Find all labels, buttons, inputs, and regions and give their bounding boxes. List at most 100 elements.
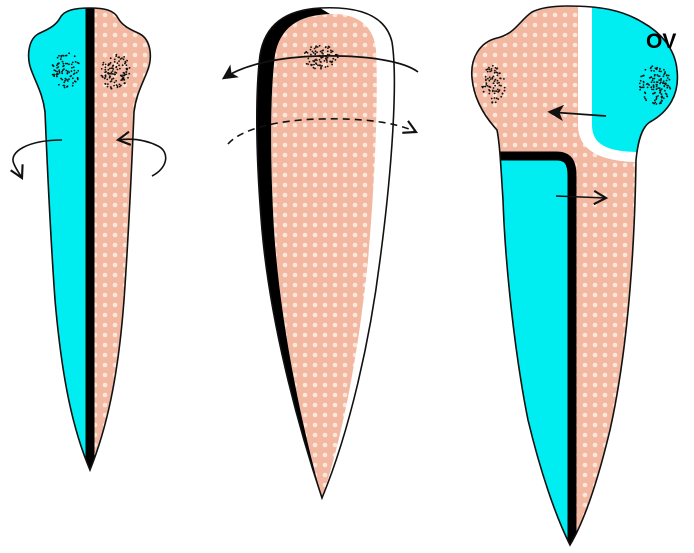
- stipple-dot: [330, 50, 332, 52]
- stipple-dot: [653, 70, 655, 72]
- stipple-dot: [117, 56, 119, 58]
- stipple-dot: [110, 57, 112, 59]
- stipple-dot: [497, 82, 499, 84]
- stipple-dot: [56, 71, 58, 73]
- stipple-dot: [68, 63, 70, 65]
- stipple-dot: [331, 64, 333, 66]
- stipple-dot: [77, 62, 79, 64]
- stipple-dot: [659, 83, 661, 85]
- stipple-dot: [71, 70, 73, 72]
- stipple-dot: [654, 78, 656, 80]
- stipple-dot: [76, 72, 78, 74]
- stipple-dot: [123, 78, 125, 80]
- stipple-dot: [489, 76, 491, 78]
- stipple-dot: [126, 64, 128, 66]
- stipple-dot: [56, 67, 58, 69]
- stipple-dot: [111, 71, 113, 73]
- stipple-dot: [113, 85, 115, 87]
- stipple-dot: [646, 83, 648, 85]
- stipple-dot: [109, 77, 111, 79]
- stipple-dot: [62, 65, 64, 67]
- stipple-dot: [66, 79, 68, 81]
- stipple-dot: [650, 77, 652, 79]
- stipple-dot: [497, 80, 499, 82]
- stipple-dot: [327, 47, 329, 49]
- stipple-dot: [659, 68, 661, 70]
- stipple-dot: [656, 74, 658, 76]
- stipple-dot: [491, 68, 493, 70]
- stipple-dot: [313, 67, 315, 69]
- stipple-dot: [639, 89, 641, 91]
- stipple-dot: [493, 83, 495, 85]
- stipple-dot: [650, 86, 652, 88]
- stipple-dot: [663, 69, 665, 71]
- stipple-dot: [653, 84, 655, 86]
- stipple-dot: [73, 73, 75, 75]
- stipple-dot: [661, 88, 663, 90]
- stipple-dot: [60, 58, 62, 60]
- stipple-dot: [68, 52, 70, 54]
- stipple-dot: [101, 68, 103, 70]
- stipple-dot: [666, 96, 668, 98]
- stipple-dot: [66, 63, 68, 65]
- stipple-dot: [104, 78, 106, 80]
- stipple-dot: [324, 60, 326, 62]
- stipple-dot: [116, 54, 118, 56]
- stipple-dot: [654, 75, 656, 77]
- stipple-dot: [492, 65, 494, 67]
- stipple-dot: [108, 63, 110, 65]
- stipple-dot: [653, 93, 655, 95]
- stipple-dot: [319, 59, 321, 61]
- stipple-dot: [319, 64, 321, 66]
- stipple-dot: [661, 100, 663, 102]
- stipple-dot: [71, 67, 73, 69]
- stipple-dot: [654, 100, 656, 102]
- right-embryo-cyan-lower: [460, 154, 568, 553]
- stipple-dot: [325, 66, 327, 68]
- stipple-dot: [127, 77, 129, 79]
- stipple-dot: [487, 71, 489, 73]
- stipple-dot: [58, 55, 60, 57]
- stipple-dot: [116, 72, 118, 74]
- stipple-dot: [64, 87, 66, 89]
- stipple-dot: [487, 85, 489, 87]
- stipple-dot: [72, 77, 74, 79]
- stipple-dot: [124, 82, 126, 84]
- stipple-dot: [123, 72, 125, 74]
- stipple-dot: [332, 50, 334, 52]
- stipple-dot: [492, 77, 494, 79]
- stipple-dot: [102, 64, 104, 66]
- stipple-dot: [498, 73, 500, 75]
- stipple-dot: [321, 52, 323, 54]
- stipple-dot: [316, 59, 318, 61]
- stipple-dot: [320, 51, 322, 53]
- stipple-dot: [645, 99, 647, 101]
- stipple-dot: [310, 46, 312, 48]
- stipple-dot: [63, 82, 65, 84]
- stipple-dot: [496, 90, 498, 92]
- stipple-dot: [667, 77, 669, 79]
- stipple-dot: [657, 95, 659, 97]
- stipple-dot: [495, 101, 497, 103]
- stipple-dot: [654, 102, 656, 104]
- stipple-dot: [663, 75, 665, 77]
- stipple-dot: [495, 79, 497, 81]
- stipple-dot: [58, 71, 60, 73]
- stipple-dot: [492, 90, 494, 92]
- stipple-dot: [667, 85, 669, 87]
- stipple-dot: [52, 64, 54, 66]
- stipple-dot: [493, 87, 495, 89]
- stipple-dot: [63, 55, 65, 57]
- stipple-dot: [118, 60, 120, 62]
- stipple-dot: [71, 64, 73, 66]
- stipple-dot: [335, 59, 337, 61]
- stipple-dot: [74, 70, 76, 72]
- stipple-dot: [494, 80, 496, 82]
- stipple-dot: [127, 68, 129, 70]
- middle-embryo: [224, 0, 418, 510]
- stipple-dot: [497, 89, 499, 91]
- stipple-dot: [112, 70, 114, 72]
- stipple-dot: [105, 64, 107, 66]
- stipple-dot: [494, 72, 496, 74]
- stipple-dot: [307, 58, 309, 60]
